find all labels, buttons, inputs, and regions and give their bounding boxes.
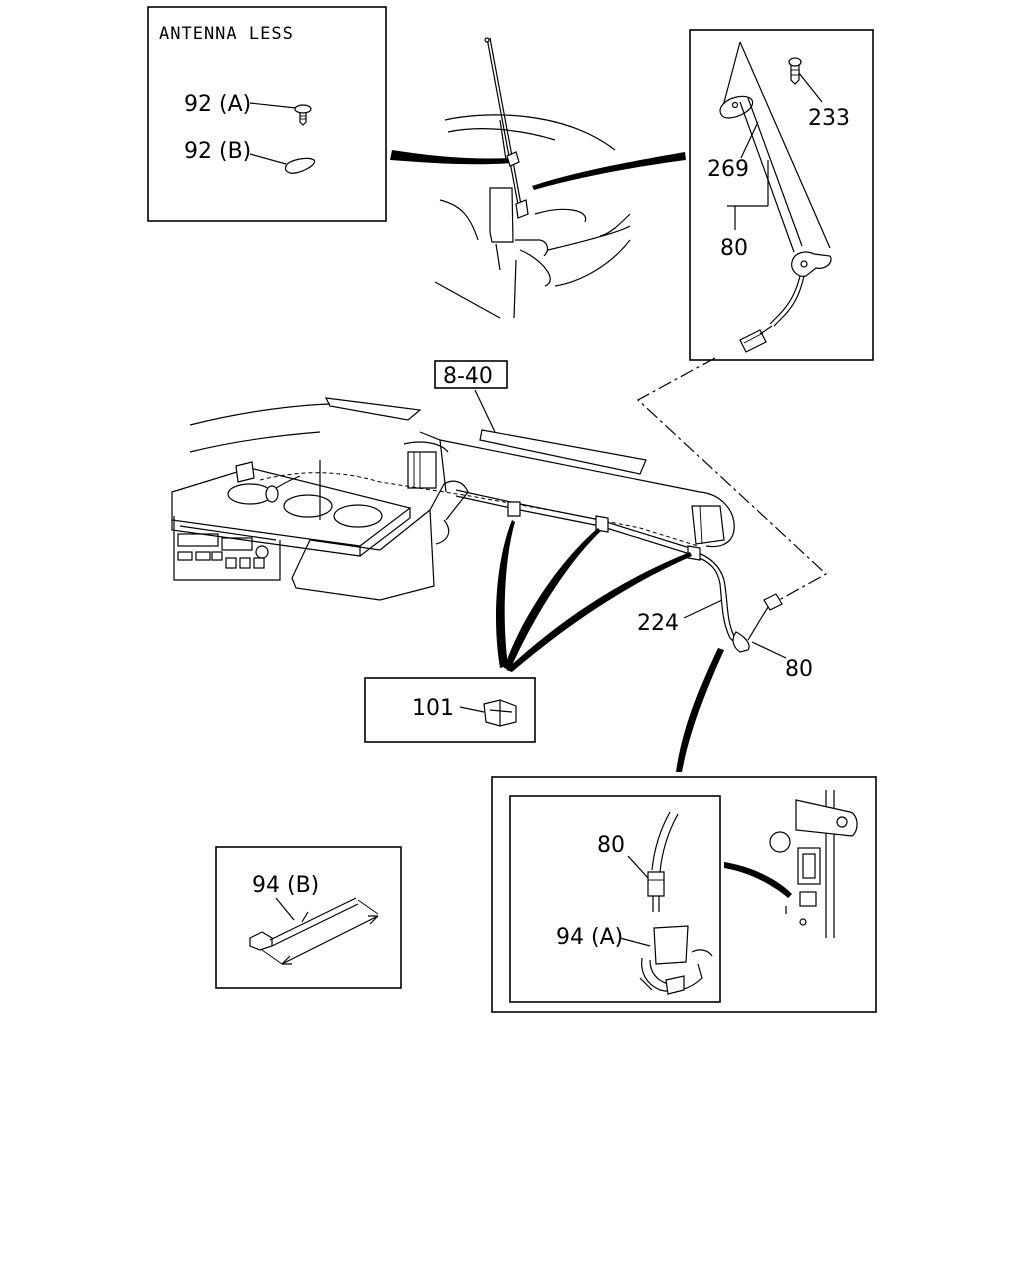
pointer-arrow-right [532,152,686,190]
screw-233-icon [788,57,802,85]
ref-8-40: 8-40 [443,364,493,389]
pointer-to-101 [496,520,515,668]
antenna-bracket-icon [791,251,832,277]
routing-line [636,357,828,606]
callout-224: 224 [637,611,679,636]
callout-269: 269 [707,157,749,182]
antenna-less-title: ANTENNA LESS [159,24,294,44]
pointer-arrow-left [390,150,512,165]
dashboard-assembly: 8-40 [171,360,783,653]
mounting-panel [769,790,858,938]
pointer-to-panel [724,862,792,898]
antenna-mount-view [434,37,631,319]
pointer-to-101b [504,528,601,670]
cable-tie-94b-box: 94 (B) [215,846,402,989]
pointer-to-detail [676,648,724,772]
callout-101: 101 [412,696,454,721]
callout-233: 233 [808,106,850,131]
detail-box-outer: 80 94 (A) [491,776,877,1013]
callout-80-mid: 80 [785,657,813,682]
cable-tie-94b-icon [249,931,273,951]
cable-connector-icon [739,329,767,353]
callout-92b: 92 (B) [184,139,251,164]
tie-band-94a-icon [639,925,713,995]
callout-94a: 94 (A) [556,925,623,950]
cap-92b-icon [284,157,316,174]
clip-101-box: 101 [364,677,536,743]
cable-end-80-icon [647,811,679,912]
callout-92a: 92 (A) [184,92,251,117]
pointer-to-101c [506,552,692,672]
antenna-parts-inset: 233 269 80 [689,29,874,361]
screw-92a-icon [294,104,312,126]
callout-80-detail: 80 [597,833,625,858]
antenna-less-inset: ANTENNA LESS 92 (A) 92 (B) [147,6,387,222]
callout-80-top: 80 [720,236,748,261]
callout-94b: 94 (B) [252,873,319,898]
